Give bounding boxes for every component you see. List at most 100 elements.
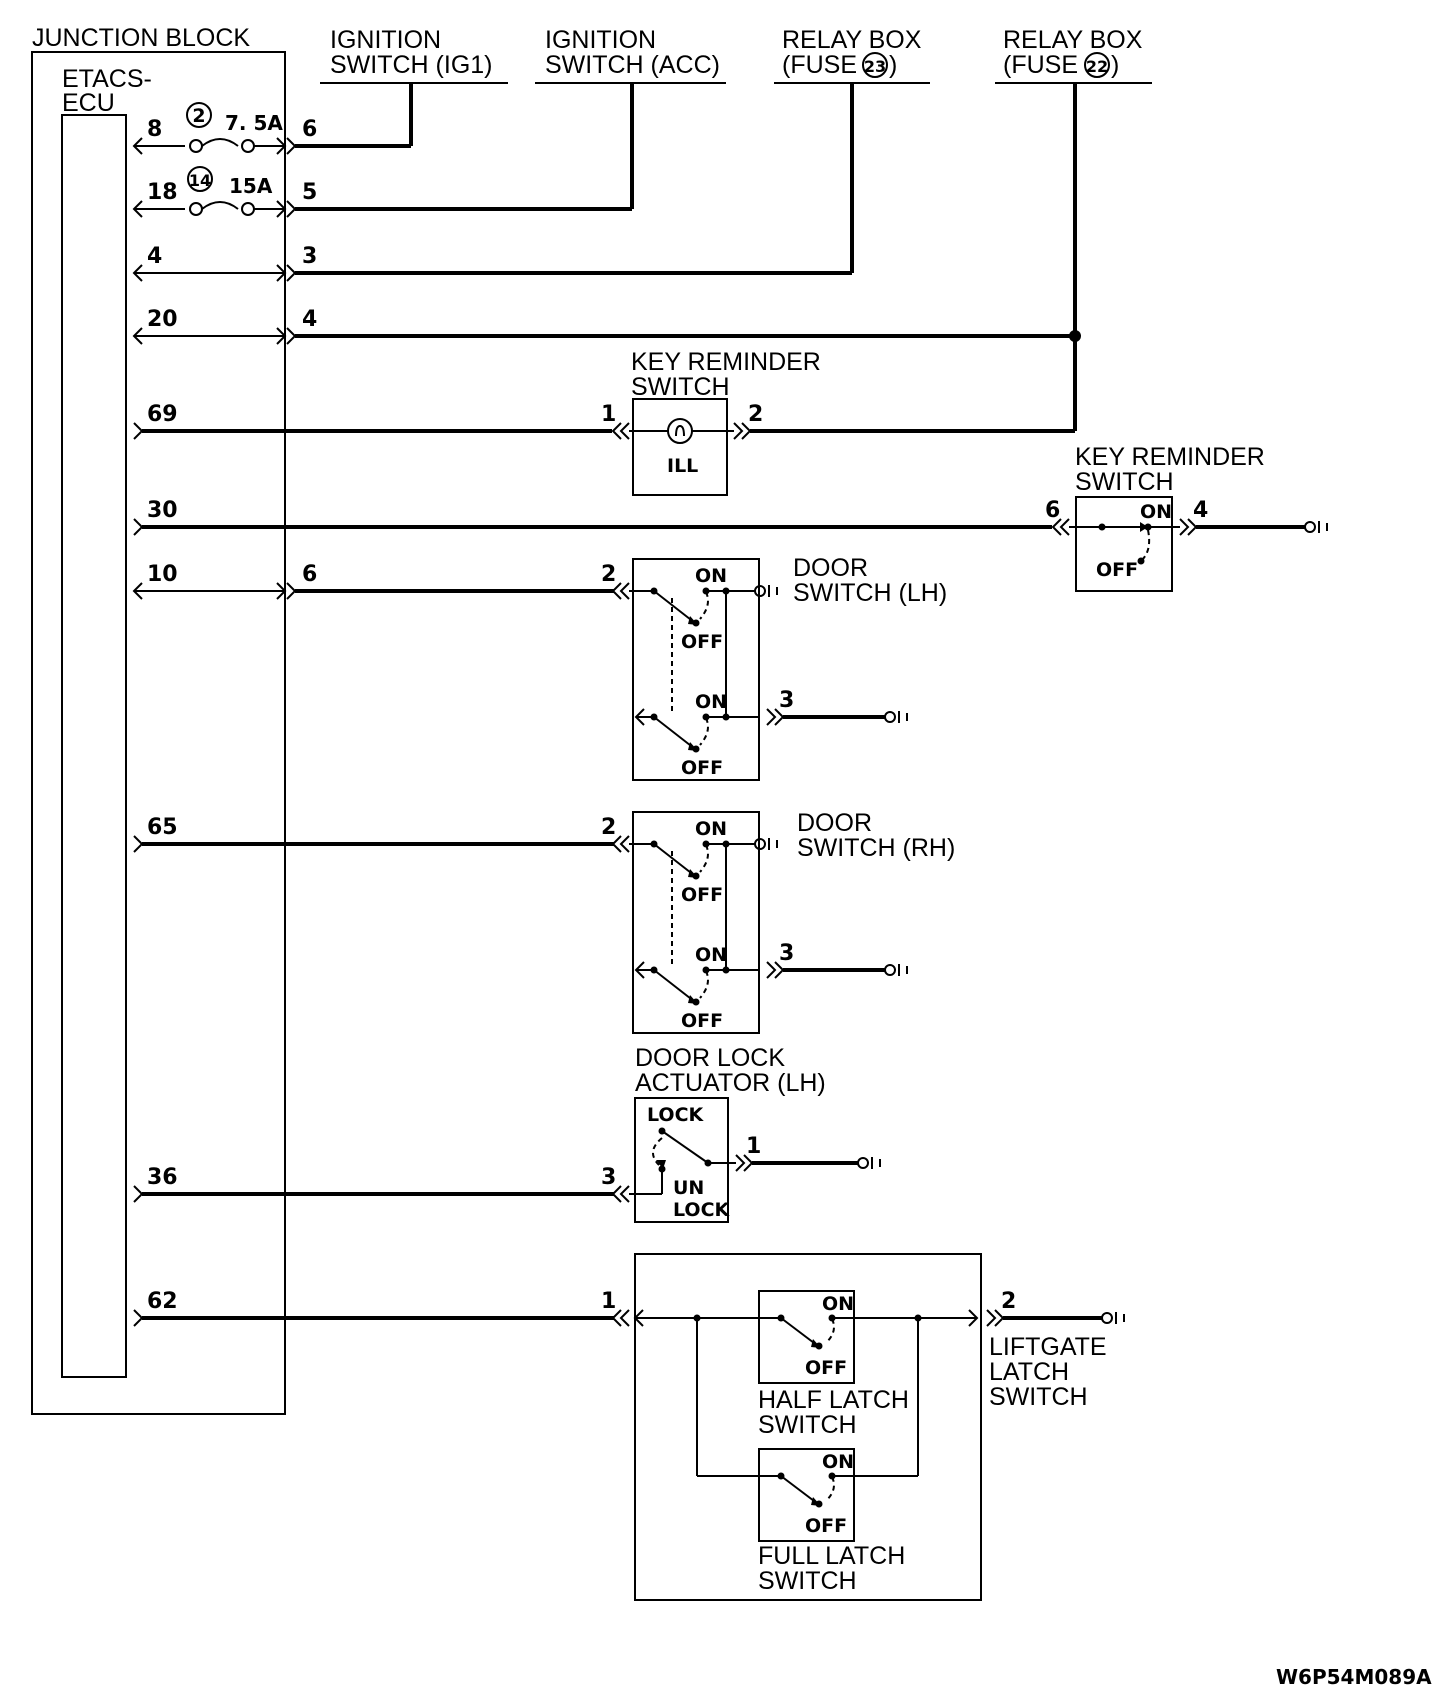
ig1-label-line2: SWITCH (IG1) [330, 51, 493, 79]
junction-block: JUNCTION BLOCK [31, 24, 286, 1415]
pin-ecu-62: 62 [147, 1289, 178, 1314]
pin-ecu-36: 36 [147, 1165, 178, 1190]
fuse-22-number: 22 [1086, 57, 1108, 76]
relay-box-fuse-23: RELAY BOX (FUSE 23 ) [774, 26, 930, 84]
circuit-ig1: 8 6 2 7. 5A [132, 83, 413, 155]
pin-drh-3: 3 [779, 941, 794, 966]
pin-dla-1: 1 [746, 1134, 761, 1159]
circuit-key-reminder-ill: 69 [133, 402, 612, 440]
ground-icon [857, 1157, 869, 1169]
pin-krs1-2: 2 [748, 402, 763, 427]
full-latch-switch: ON OFF [758, 1448, 855, 1542]
door-rh-label-line2: SWITCH (RH) [797, 834, 955, 862]
dlh-on-1-label: ON [695, 565, 727, 587]
relay23-label-line2a: (FUSE [782, 51, 857, 79]
ground-icon [1101, 1312, 1113, 1324]
splice-point [1069, 330, 1081, 342]
ground-icon [754, 585, 766, 597]
pin-krs1-1: 1 [601, 402, 616, 427]
dla-lock2-label: LOCK [673, 1199, 731, 1221]
fuse-14-circle [187, 166, 213, 192]
liftgate-latch-switch: ON OFF HALF LATCH SWITCH ON OFF FULL LAT… [601, 1253, 1125, 1601]
etacs-ecu: ETACS- ECU [61, 65, 152, 1378]
key-reminder-switch-ill: KEY REMINDER SWITCH ILL 1 2 [601, 348, 1075, 496]
diagram-code: W6P54M089A [1276, 1665, 1432, 1689]
key-reminder-1-label-line2: SWITCH [631, 373, 730, 401]
circuit-acc: 18 5 14 15A [132, 83, 634, 218]
door-switch-rh: DOOR SWITCH (RH) ON OFF [601, 809, 955, 1034]
pin-jb-3: 3 [302, 244, 317, 269]
fuse-23-circle [862, 52, 888, 78]
pin-ecu-20: 20 [147, 307, 178, 332]
key-reminder-2-label-line2: SWITCH [1075, 468, 1174, 496]
relay23-label-line1: RELAY BOX [782, 26, 922, 54]
liftgate-label-line1: LIFTGATE [989, 1333, 1107, 1361]
fuse-22-circle [1084, 52, 1110, 78]
ill-label: ILL [667, 455, 698, 477]
relay22-label-line2b: ) [1111, 51, 1119, 79]
half-latch-label-line1: HALF LATCH [758, 1386, 909, 1414]
etacs-ecu-label-line2: ECU [62, 89, 115, 117]
pin-jb-4: 4 [302, 307, 317, 332]
relay22-label-line1: RELAY BOX [1003, 26, 1143, 54]
ground-icon [1304, 521, 1316, 533]
liftgate-label-line2: LATCH [989, 1358, 1069, 1386]
circuit-door-lock-actuator: 36 [133, 1165, 614, 1203]
pin-drh-2: 2 [601, 815, 616, 840]
key-reminder-2-label-line1: KEY REMINDER [1075, 443, 1265, 471]
pin-ecu-18: 18 [147, 180, 178, 205]
circuit-fuse-23: 4 3 [132, 83, 854, 282]
half-off-label: OFF [805, 1357, 847, 1379]
acc-label-line1: IGNITION [545, 26, 656, 54]
ground-icon [884, 964, 896, 976]
drh-on-2-label: ON [695, 944, 727, 966]
relay23-label-line2b: ) [889, 51, 897, 79]
ground-icon [754, 838, 766, 850]
pin-ecu-8: 8 [147, 117, 162, 142]
pin-jb-5: 5 [302, 180, 317, 205]
circuit-door-switch-lh: 10 6 [132, 562, 614, 600]
dlh-off-2-label: OFF [681, 757, 723, 779]
half-on-label: ON [822, 1293, 854, 1315]
krs2-off-label: OFF [1096, 559, 1138, 581]
relay22-label-line2a: (FUSE [1003, 51, 1078, 79]
pin-lg-1: 1 [601, 1289, 616, 1314]
junction-block-label: JUNCTION BLOCK [32, 24, 250, 52]
door-lh-label-line1: DOOR [793, 554, 868, 582]
dla-lock-label: LOCK [647, 1104, 705, 1126]
pin-dlh-2: 2 [601, 562, 616, 587]
door-switch-lh: DOOR SWITCH (LH) ON OFF [601, 554, 947, 781]
ig1-label-line1: IGNITION [330, 26, 441, 54]
half-latch-label-line2: SWITCH [758, 1411, 857, 1439]
relay-box-fuse-22: RELAY BOX (FUSE 22 ) [995, 26, 1152, 84]
door-lh-label-line2: SWITCH (LH) [793, 579, 947, 607]
drh-off-1-label: OFF [681, 884, 723, 906]
etacs-ecu-label-line1: ETACS- [62, 65, 152, 93]
dlh-on-2-label: ON [695, 691, 727, 713]
krs2-on-label: ON [1140, 501, 1172, 523]
pin-ecu-69: 69 [147, 402, 178, 427]
fuse-2-circle [186, 102, 212, 128]
lamp-icon [667, 418, 693, 444]
circuit-key-reminder: 30 [133, 498, 1052, 536]
fuse-14-rating: 15A [229, 174, 273, 198]
ground-icon [884, 711, 896, 723]
pin-ecu-65: 65 [147, 815, 178, 840]
fuse-2-number: 2 [192, 105, 205, 127]
pin-jb-6: 6 [302, 117, 317, 142]
pin-dlh-3: 3 [779, 688, 794, 713]
pin-jb-6b: 6 [302, 562, 317, 587]
acc-label-line2: SWITCH (ACC) [545, 51, 720, 79]
full-on-label: ON [822, 1451, 854, 1473]
fuse-2-rating: 7. 5A [225, 111, 283, 135]
key-reminder-switch: KEY REMINDER SWITCH ON OFF 6 4 [1045, 443, 1328, 592]
full-latch-label-line1: FULL LATCH [758, 1542, 905, 1570]
drh-on-1-label: ON [695, 818, 727, 840]
fuse-23-number: 23 [864, 57, 886, 76]
drh-off-2-label: OFF [681, 1010, 723, 1032]
half-latch-switch: ON OFF [758, 1290, 855, 1384]
door-rh-label-line1: DOOR [797, 809, 872, 837]
ignition-switch-acc: IGNITION SWITCH (ACC) [535, 26, 726, 84]
ignition-switch-ig1: IGNITION SWITCH (IG1) [320, 26, 508, 84]
